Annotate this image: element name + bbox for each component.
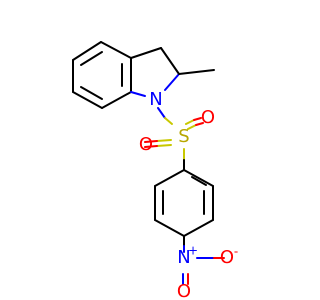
oxygen-label: O: [201, 107, 215, 128]
sulfonyl-bond: [187, 124, 197, 130]
n-s-bond: [157, 107, 166, 119]
sulfonyl-bond: [156, 139, 172, 142]
ring-bond: [130, 47, 162, 59]
ring-bond: [164, 73, 180, 91]
aryl-bond: [183, 169, 214, 187]
sulfonyl-bond: [156, 144, 172, 147]
benzene-bond: [100, 41, 132, 59]
sulfonyl-bond: [185, 119, 195, 125]
ring-bond: [160, 47, 180, 75]
aryl-bond: [183, 219, 214, 237]
nitro-negative-charge: -: [234, 245, 238, 259]
nitro-oxygen-label: O: [177, 281, 191, 300]
bond-group: [72, 41, 225, 285]
methyl-bond: [178, 69, 215, 75]
aromatic-bond: [80, 86, 103, 100]
nitro-positive-charge: +: [188, 244, 198, 258]
benzene-bond: [101, 91, 132, 109]
atom-labels: N S O O N + O - O: [139, 89, 238, 300]
nitrogen-label: N: [149, 89, 162, 110]
sulfonyl-bond: [144, 140, 158, 143]
sulfonyl-bond: [193, 117, 202, 121]
aromatic-bond: [80, 51, 103, 66]
aromatic-bond: [191, 176, 207, 186]
molecule-canvas: N S O O N + O - O: [72, 41, 239, 300]
sulfur-label: S: [178, 126, 189, 147]
sulfonyl-bond: [144, 145, 158, 148]
benzene-bond: [72, 41, 102, 61]
benzene-bond: [72, 91, 103, 109]
aryl-bond: [154, 219, 185, 237]
nitro-nitrogen-label: N: [177, 247, 190, 268]
molecule-diagram: N S O O N + O - O: [72, 41, 238, 300]
sulfonyl-bond: [195, 122, 204, 126]
n-s-bond: [164, 117, 173, 125]
aryl-bond: [154, 169, 185, 187]
ring-bond: [130, 91, 146, 97]
nitro-oxygen-label: O: [220, 247, 234, 268]
oxygen-label: O: [139, 134, 153, 155]
